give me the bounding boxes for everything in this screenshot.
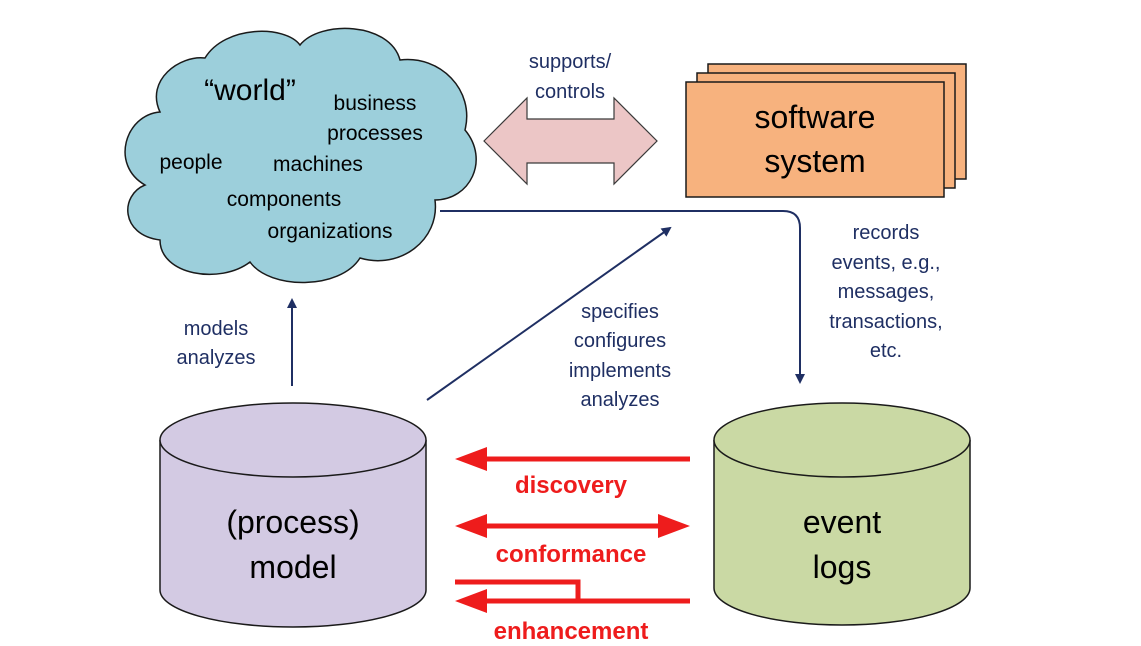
cloud-item-people: people <box>159 151 222 174</box>
cloud-title: “world” <box>204 74 296 107</box>
specifies-line-4: analyzes <box>581 389 660 411</box>
analyzes-label: analyzes <box>177 347 256 369</box>
logs-label-line2: logs <box>813 549 872 585</box>
discovery-arrow-head <box>455 447 487 471</box>
logs-cylinder-body <box>713 440 971 626</box>
records-line-2: events, e.g., <box>832 252 941 274</box>
enhancement-arrow-head <box>455 589 487 613</box>
specifies-arrow <box>426 226 672 401</box>
discovery-label: discovery <box>515 472 628 499</box>
supports-controls-connector: supports/ controls <box>483 51 658 186</box>
software-system: software system <box>685 63 967 198</box>
cloud-item-processes: processes <box>327 122 423 145</box>
enhancement-hook <box>455 579 581 601</box>
discovery-connector: discovery <box>455 447 690 499</box>
event-logs-cylinder: event logs <box>713 402 971 626</box>
enhancement-label: enhancement <box>494 618 649 645</box>
model-cylinder-top <box>159 402 427 478</box>
records-line-5: etc. <box>870 340 902 362</box>
records-arrow <box>440 210 805 384</box>
controls-label: controls <box>535 81 605 103</box>
cloud-item-components: components <box>227 188 341 211</box>
conformance-arrow-head-left <box>455 514 487 538</box>
records-line-4: transactions, <box>829 311 942 333</box>
software-label-line2: system <box>764 143 865 179</box>
specifies-label: specifies configures implements analyzes <box>569 301 671 411</box>
logs-cylinder-top <box>713 402 971 478</box>
software-label-line1: software <box>755 99 876 135</box>
logs-label-line1: event <box>803 504 881 540</box>
cloud-item-organizations: organizations <box>268 220 393 243</box>
cloud-item-business: business <box>334 92 417 115</box>
conformance-arrow-head-right <box>658 514 690 538</box>
cloud-shape <box>124 27 477 284</box>
specifies-line-1: specifies <box>581 301 659 323</box>
records-label: records events, e.g., messages, transact… <box>829 222 942 362</box>
cloud-item-machines: machines <box>273 153 363 176</box>
model-label-line2: model <box>249 549 336 585</box>
records-line-1: records <box>853 222 920 244</box>
models-label: models <box>184 318 248 340</box>
double-arrow <box>483 96 658 186</box>
specifies-line-3: implements <box>569 360 671 382</box>
model-label-line1: (process) <box>226 504 359 540</box>
specifies-line-2: configures <box>574 330 666 352</box>
model-cylinder-body <box>159 440 427 628</box>
enhancement-connector: enhancement <box>455 579 690 645</box>
process-model-cylinder: (process) model <box>159 402 427 628</box>
conformance-label: conformance <box>496 541 647 568</box>
conformance-connector: conformance <box>455 514 690 568</box>
world-cloud: “world” business processes people machin… <box>124 27 477 284</box>
supports-label: supports/ <box>529 51 612 73</box>
records-line-3: messages, <box>838 281 935 303</box>
software-box-front <box>685 81 945 198</box>
